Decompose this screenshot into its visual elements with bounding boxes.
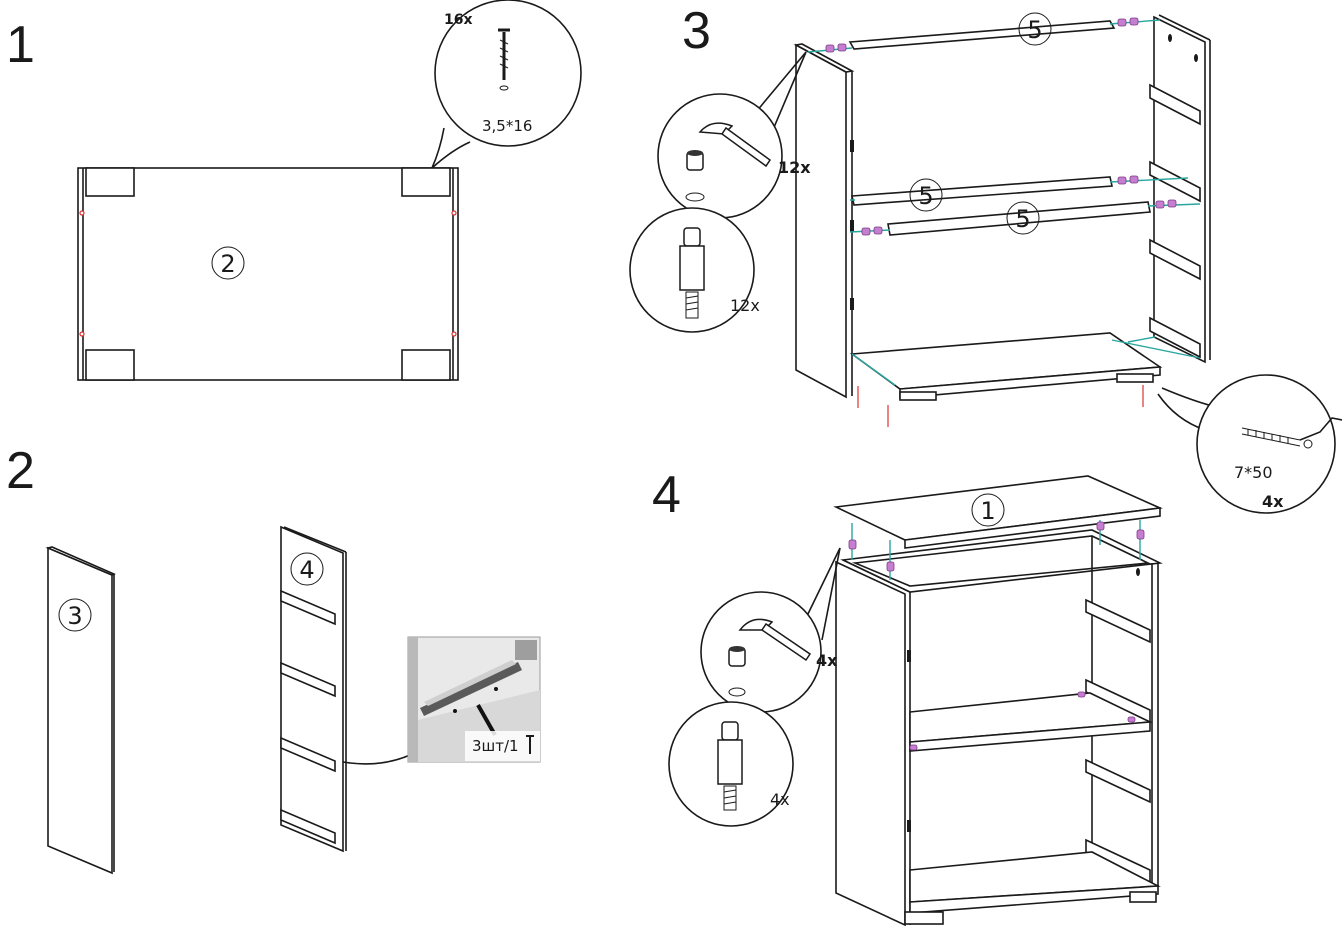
shelf-5-top: 5 bbox=[848, 12, 1116, 50]
step-2: 2 3 4 bbox=[6, 442, 541, 875]
part-4-label: 4 bbox=[299, 556, 314, 584]
panel-3: 3 bbox=[45, 546, 116, 875]
step-1-number: 1 bbox=[6, 16, 35, 74]
fittings-step-4 bbox=[848, 520, 1145, 751]
right-side-panel bbox=[1149, 14, 1211, 364]
dowel-pin-icon bbox=[679, 227, 705, 319]
step-3: 3 5 bbox=[629, 2, 1342, 514]
shelf-5-middle: 5 bbox=[851, 176, 1113, 212]
confirmat-size: 7*50 bbox=[1234, 463, 1273, 482]
screwdriver-icon bbox=[1241, 417, 1342, 449]
panel-4: 4 bbox=[280, 525, 411, 853]
confirmat-callout: 7*50 4x bbox=[1157, 374, 1342, 514]
part-2-label: 2 bbox=[220, 250, 235, 278]
screw-icon bbox=[498, 28, 510, 91]
dowel-count-4: 4x bbox=[770, 790, 790, 809]
dowel-count: 12x bbox=[730, 296, 760, 315]
part-3-label: 3 bbox=[67, 602, 82, 630]
part-3-marker bbox=[58, 598, 92, 632]
step-2-number: 2 bbox=[6, 442, 35, 500]
screw-size: 3,5*16 bbox=[482, 117, 532, 135]
hammer-count-4: 4x bbox=[816, 651, 838, 670]
confirmat-count: 4x bbox=[1262, 492, 1284, 511]
top-panel-1: 1 bbox=[833, 475, 1163, 549]
fittings-step-3 bbox=[807, 17, 1201, 386]
cam-housing-icon bbox=[728, 646, 746, 697]
step-3-number: 3 bbox=[682, 2, 711, 60]
screw-count: 16x bbox=[444, 12, 473, 28]
shelf-5-top-label: 5 bbox=[1027, 16, 1042, 44]
panel-2: 2 bbox=[77, 167, 459, 381]
hammer-callout: 12x 12x bbox=[629, 51, 811, 333]
step-1: 1 2 16 bbox=[6, 0, 582, 381]
screw-icon bbox=[526, 735, 534, 754]
part-4-marker bbox=[290, 552, 324, 586]
bottom-panel bbox=[849, 332, 1163, 427]
inset-label: 3шт/1 bbox=[472, 737, 519, 755]
part-2-marker bbox=[211, 246, 245, 280]
left-side-panel bbox=[793, 43, 855, 399]
shelf-5-lower: 5 bbox=[887, 201, 1151, 236]
shelf-5-middle-label: 5 bbox=[918, 182, 933, 210]
step-4-number: 4 bbox=[652, 466, 681, 524]
cabinet-body bbox=[835, 529, 1163, 926]
dowel-pin-icon bbox=[717, 721, 743, 811]
rail-mounting-inset: 3шт/1 bbox=[407, 636, 541, 763]
hammer-icon bbox=[738, 618, 812, 662]
cam-housing-icon bbox=[685, 150, 705, 202]
hammer-icon bbox=[698, 122, 772, 168]
hammer-count: 12x bbox=[778, 158, 811, 177]
hammer-callout-4: 4x 4x bbox=[668, 547, 841, 827]
screw-callout: 16x 3,5*16 bbox=[431, 0, 582, 169]
shelf-5-lower-label: 5 bbox=[1015, 205, 1030, 233]
part-1-label: 1 bbox=[980, 497, 995, 525]
step-4: 4 1 bbox=[652, 466, 1163, 926]
